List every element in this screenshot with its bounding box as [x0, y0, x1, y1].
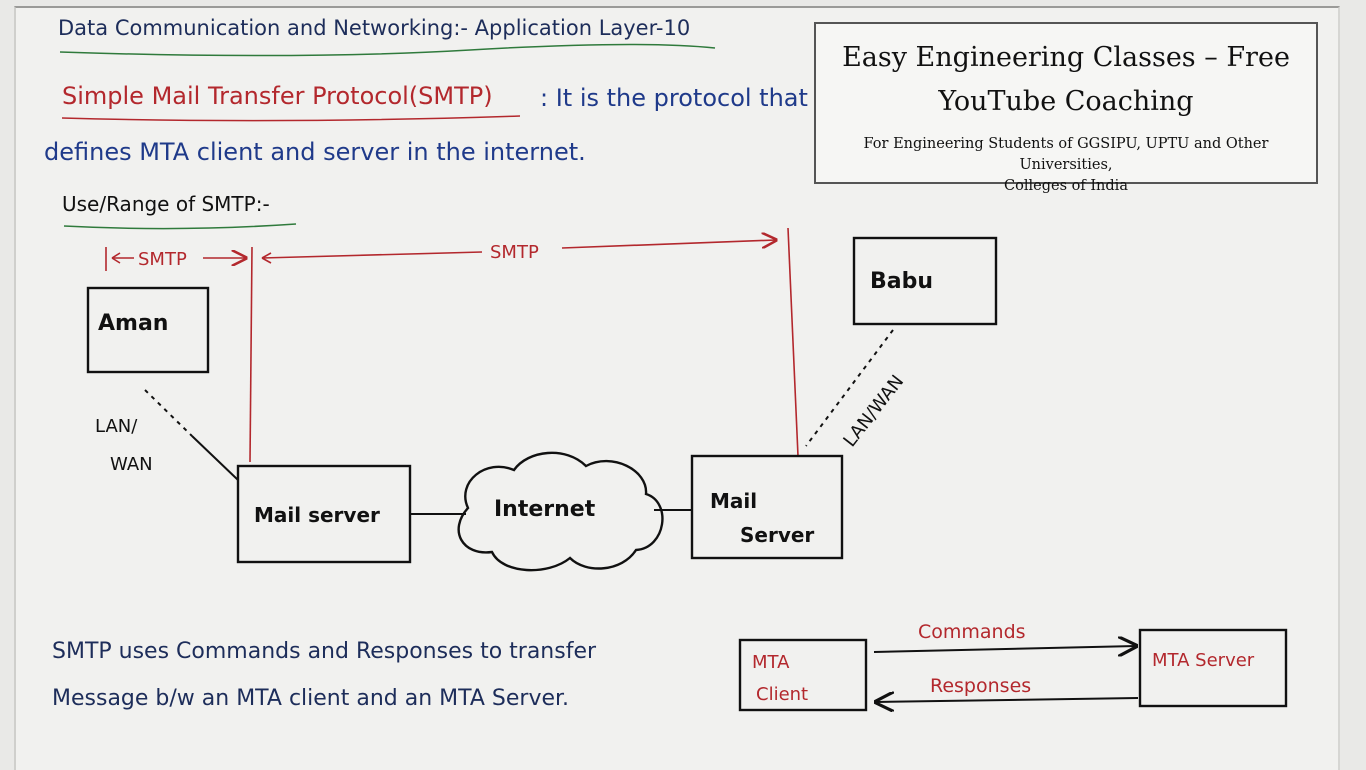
brand-title-line1: Easy Engineering Classes – Free — [842, 42, 1290, 73]
heading-underline — [59, 43, 716, 57]
brand-title: Easy Engineering Classes – Free YouTube … — [816, 36, 1316, 124]
aman-label: Aman — [98, 311, 168, 336]
smtp-title-underline — [61, 115, 521, 122]
mail-server-right-line2: Server — [740, 523, 814, 547]
babu-box — [852, 236, 998, 326]
mta-server-box — [1138, 628, 1288, 708]
aman-lan-link-dashed — [144, 389, 193, 437]
smtp-commands-note: SMTP uses Commands and Responses to tran… — [52, 639, 597, 711]
mta-server-label: MTA Server — [1152, 650, 1255, 671]
smtp-short-label: SMTP — [138, 249, 187, 270]
responses-label: Responses — [930, 675, 1031, 697]
brand-subtitle-line2: Colleges of India — [1004, 178, 1128, 194]
commands-arrow — [873, 646, 1136, 652]
lan-wan-right-label: LAN/WAN — [839, 371, 908, 451]
mail-server-right-line1: Mail — [710, 489, 757, 513]
channel-brand-box: Easy Engineering Classes – Free YouTube … — [814, 22, 1318, 194]
lan-wan-left-line1: LAN/ — [95, 416, 138, 437]
babu-label: Babu — [870, 269, 933, 294]
mta-client-box — [738, 638, 868, 712]
aman-box — [86, 286, 210, 374]
mta-client-line2: Client — [756, 684, 808, 705]
brand-subtitle: For Engineering Students of GGSIPU, UPTU… — [816, 134, 1316, 197]
responses-arrow — [876, 698, 1139, 702]
smtp-long-label: SMTP — [490, 242, 539, 263]
use-range-underline — [63, 223, 297, 230]
use-range-heading: Use/Range of SMTP:- — [62, 192, 270, 216]
commands-label: Commands — [918, 621, 1026, 643]
brand-subtitle-line1: For Engineering Students of GGSIPU, UPTU… — [863, 136, 1269, 173]
lecture-heading: Data Communication and Networking:- Appl… — [58, 16, 691, 40]
internet-label: Internet — [494, 497, 596, 522]
smtp-short-left-head — [111, 252, 121, 264]
lan-wan-left-line2: WAN — [110, 454, 153, 475]
mail-server-left-label: Mail server — [254, 503, 380, 527]
aman-lan-link-solid — [191, 435, 239, 481]
mta-client-line1: MTA — [752, 652, 790, 673]
left-server-smtp-bound — [249, 246, 253, 463]
smtp-long-right-arrow — [561, 240, 776, 249]
smtp-long-left-head — [261, 252, 272, 264]
internet-cloud — [457, 451, 664, 572]
babu-lan-link-dashed — [805, 329, 894, 447]
smtp-long-left-line — [261, 251, 483, 259]
smtp-definition-line1: : It is the protocol that — [540, 84, 808, 112]
right-server-smtp-bound — [787, 227, 799, 457]
smtp-definition-line2: defines MTA client and server in the int… — [44, 138, 586, 166]
mail-server-right-box — [690, 454, 844, 560]
smtp-title: Simple Mail Transfer Protocol(SMTP) — [62, 82, 493, 110]
brand-title-line2: YouTube Coaching — [938, 86, 1194, 117]
